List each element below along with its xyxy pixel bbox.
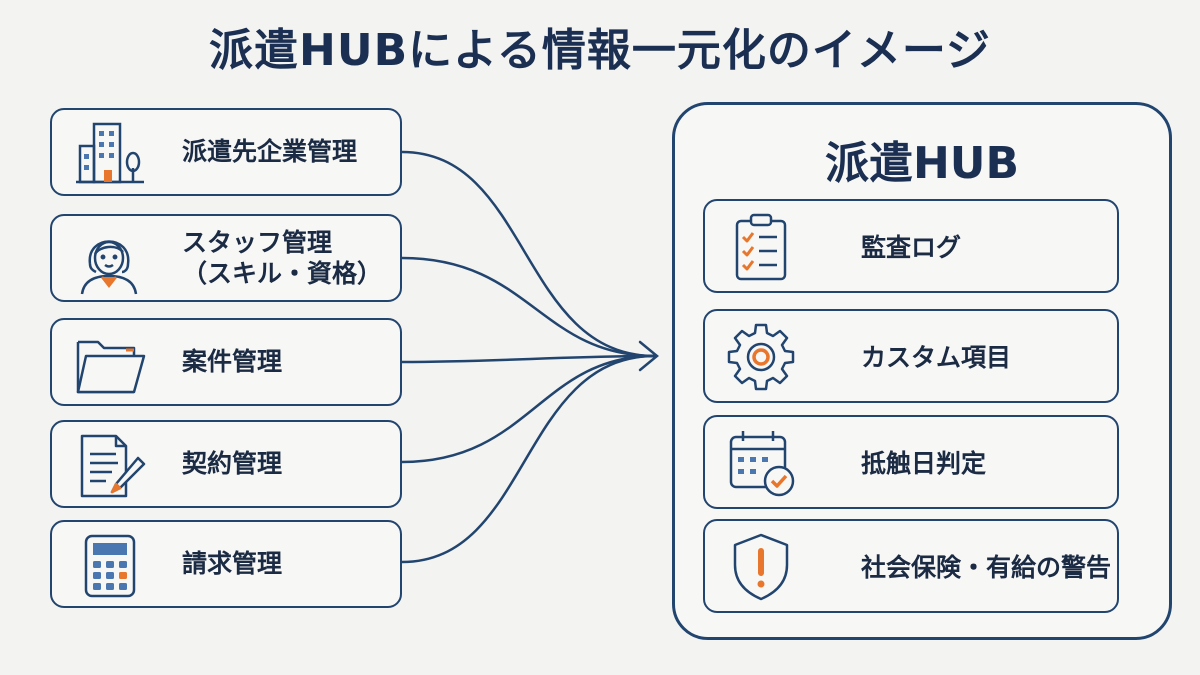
hub-title: 派遣HUB bbox=[824, 138, 1020, 189]
calendar-check-icon bbox=[723, 427, 799, 499]
source-card-contracts: 契約管理 bbox=[50, 420, 402, 508]
source-label: 契約管理 bbox=[182, 449, 283, 479]
hub-feature-label: 監査ログ bbox=[861, 233, 962, 262]
gear-icon bbox=[723, 321, 799, 393]
source-label: スタッフ管理 （スキル・資格） bbox=[182, 227, 383, 288]
connector-line-1 bbox=[400, 150, 657, 358]
hub-feature-conflict-date: 抵触日判定 bbox=[703, 415, 1119, 509]
office-building-icon bbox=[72, 118, 148, 190]
connector-line-3 bbox=[400, 354, 657, 364]
hub-feature-label: カスタム項目 bbox=[861, 343, 1012, 372]
source-card-staff: スタッフ管理 （スキル・資格） bbox=[50, 214, 402, 302]
contract-document-pen-icon bbox=[72, 430, 148, 502]
source-label: 案件管理 bbox=[182, 347, 283, 377]
arrowhead bbox=[638, 340, 659, 372]
hub-feature-custom-fields: カスタム項目 bbox=[703, 309, 1119, 403]
hub-feature-insurance-leave-warning: 社会保険・有給の警告 bbox=[703, 519, 1119, 613]
connector-line-2 bbox=[400, 256, 657, 358]
hub-container: 派遣HUB 監査ログ bbox=[672, 102, 1172, 640]
clipboard-checklist-icon bbox=[723, 211, 799, 283]
staff-person-icon bbox=[72, 224, 148, 296]
source-card-client-companies: 派遣先企業管理 bbox=[50, 108, 402, 196]
shield-warning-icon bbox=[723, 531, 799, 603]
hub-feature-audit-log: 監査ログ bbox=[703, 199, 1119, 293]
calculator-icon bbox=[72, 530, 148, 602]
source-label: 請求管理 bbox=[182, 549, 283, 579]
source-label: 派遣先企業管理 bbox=[182, 137, 358, 167]
hub-feature-label: 抵触日判定 bbox=[861, 449, 987, 478]
connector-line-4 bbox=[400, 354, 657, 464]
hub-feature-label: 社会保険・有給の警告 bbox=[861, 553, 1112, 582]
source-card-billing: 請求管理 bbox=[50, 520, 402, 608]
connector-line-5 bbox=[400, 354, 657, 564]
folder-icon bbox=[72, 328, 148, 400]
source-card-projects: 案件管理 bbox=[50, 318, 402, 406]
page-title: 派遣HUBによる情報一元化のイメージ bbox=[209, 25, 991, 76]
